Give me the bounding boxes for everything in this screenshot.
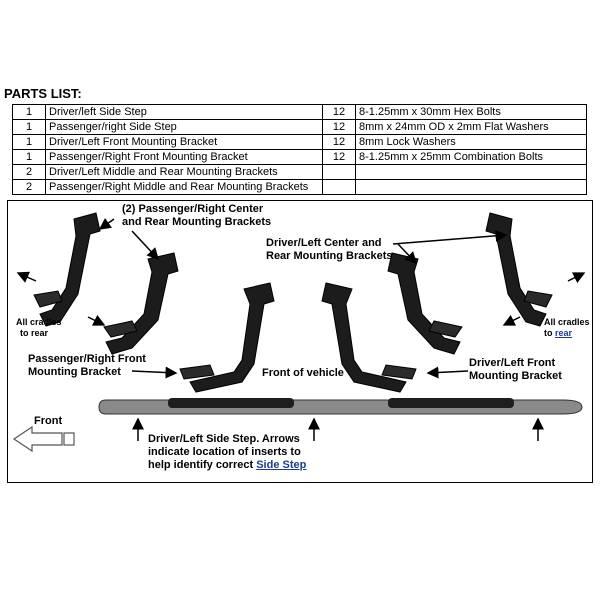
diagram-artwork (12, 212, 586, 453)
parts-desc-right: 8-1.25mm x 25mm Combination Bolts (355, 149, 587, 165)
parts-qty-left: 1 (12, 104, 46, 120)
parts-desc-left: Driver/Left Front Mounting Bracket (45, 134, 323, 150)
label-driver-front-1: Driver/Left Front (469, 357, 556, 369)
label-driver-center-rear-2: Rear Mounting Brackets (266, 250, 393, 262)
passenger-front-bracket (179, 282, 275, 393)
parts-desc-left: Driver/left Side Step (45, 104, 323, 120)
parts-qty-right: 12 (322, 134, 356, 150)
label-cradles-left-2: to rear (20, 328, 49, 338)
label-driver-front-2: Mounting Bracket (469, 370, 562, 382)
parts-desc-right: 8-1.25mm x 30mm Hex Bolts (355, 104, 587, 120)
parts-desc-right: 8mm Lock Washers (355, 134, 587, 150)
label-driver-center-rear-1: Driver/Left Center and (266, 237, 382, 249)
label-front-of-vehicle: Front of vehicle (262, 367, 344, 379)
label-pass-center-rear-2: and Rear Mounting Brackets (122, 216, 272, 228)
label-step-note-2: indicate location of inserts to (148, 446, 301, 458)
parts-qty-right (322, 164, 356, 180)
parts-qty-left: 1 (12, 149, 46, 165)
label-step-note-3: help identify correct Side Step (148, 459, 307, 471)
parts-qty-left: 1 (12, 134, 46, 150)
parts-qty-right: 12 (322, 149, 356, 165)
installation-diagram: (2) Passenger/Right Center and Rear Moun… (7, 200, 593, 483)
parts-desc-left: Passenger/right Side Step (45, 119, 323, 135)
label-pass-front-2: Mounting Bracket (28, 366, 121, 378)
parts-desc-right: 8mm x 24mm OD x 2mm Flat Washers (355, 119, 587, 135)
label-cradles-left-1: All cradles (16, 317, 62, 327)
front-direction-arrow (12, 425, 75, 453)
parts-qty-right: 12 (322, 104, 356, 120)
driver-front-bracket (321, 282, 417, 393)
parts-desc-left: Driver/Left Middle and Rear Mounting Bra… (45, 164, 323, 180)
label-step-note-1: Driver/Left Side Step. Arrows (148, 433, 300, 445)
label-front-arrow: Front (34, 415, 63, 427)
parts-desc-right (355, 179, 587, 195)
parts-desc-left: Passenger/Right Front Mounting Bracket (45, 149, 323, 165)
parts-list-title: PARTS LIST: (4, 86, 82, 101)
parts-qty-right (322, 179, 356, 195)
driver-rear-bracket (485, 212, 553, 327)
label-cradles-right-2: to rear (544, 328, 573, 338)
parts-desc-left: Passenger/Right Middle and Rear Mounting… (45, 179, 323, 195)
parts-qty-left: 2 (12, 164, 46, 180)
parts-desc-right (355, 164, 587, 180)
passenger-center-bracket (103, 252, 179, 355)
label-cradles-right-1: All cradles (544, 317, 590, 327)
label-pass-center-rear-1: (2) Passenger/Right Center (122, 203, 264, 215)
passenger-rear-bracket (33, 212, 101, 327)
parts-qty-left: 2 (12, 179, 46, 195)
label-pass-front-1: Passenger/Right Front (28, 353, 146, 365)
side-step (98, 398, 583, 415)
driver-center-bracket (387, 252, 463, 355)
parts-qty-left: 1 (12, 119, 46, 135)
parts-qty-right: 12 (322, 119, 356, 135)
